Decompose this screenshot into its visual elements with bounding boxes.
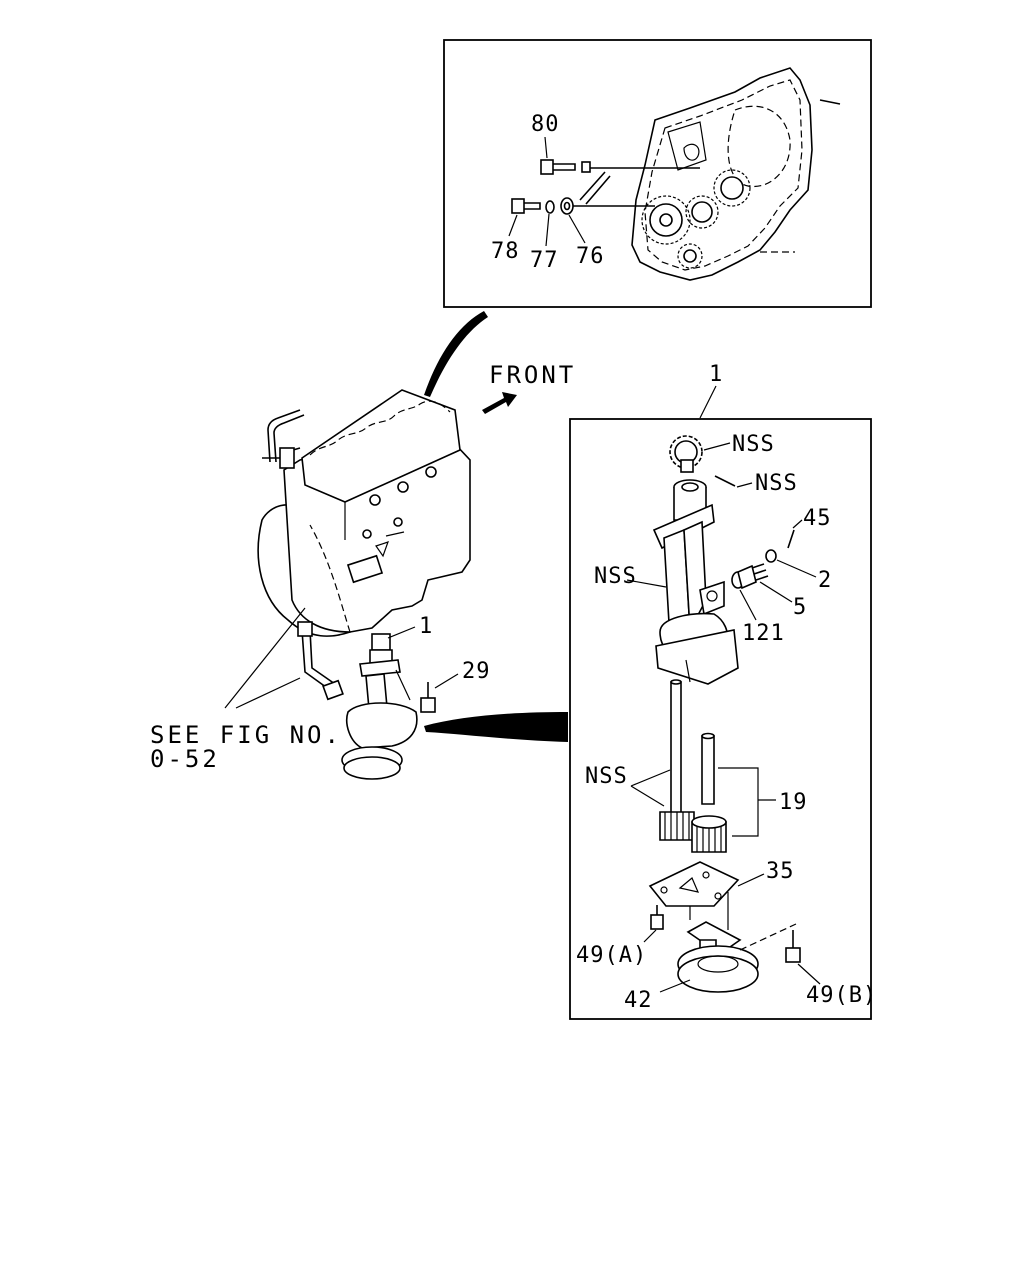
label-nss-body: NSS — [594, 564, 637, 589]
label-78: 78 — [491, 239, 520, 264]
leader-detail-1 — [699, 385, 717, 419]
washer-77 — [545, 200, 555, 214]
label-2: 2 — [818, 568, 832, 593]
inset-frame — [443, 39, 872, 308]
leader-77 — [545, 213, 550, 247]
leader-76 — [568, 214, 586, 244]
timing-gear-case — [631, 67, 841, 281]
label-45: 45 — [803, 506, 832, 531]
reference-line-1: SEE FIG NO. — [150, 721, 342, 749]
label-nss-shaft: NSS — [585, 764, 628, 789]
bolt-49a — [650, 905, 664, 930]
label-detail-1: 1 — [709, 362, 723, 387]
label-77: 77 — [530, 248, 559, 273]
pin — [714, 475, 736, 487]
head-plug-1 — [369, 494, 381, 506]
inset-pointer — [424, 311, 488, 397]
fitting — [279, 447, 295, 469]
bolt-49b — [785, 930, 801, 963]
oil-feed-pipe — [301, 629, 336, 691]
oil-pipe — [579, 171, 611, 205]
leader-80 — [544, 136, 548, 159]
engine-oil-pump — [341, 633, 418, 780]
driven-shaft-gear-19 — [691, 732, 727, 853]
bolt-29 — [420, 682, 436, 713]
label-121: 121 — [742, 621, 785, 646]
reference-leaders — [224, 607, 306, 709]
leader-78 — [508, 214, 518, 237]
cover-ridge — [309, 400, 451, 456]
label-49b: 49(B) — [806, 983, 877, 1008]
front-direction-indicator: FRONT — [482, 361, 576, 414]
label-nss-gear: NSS — [732, 432, 775, 457]
drive-gear — [669, 435, 703, 473]
bolt-78 — [511, 198, 541, 214]
leader-29 — [434, 673, 459, 689]
timing-case-inset: 80 78 77 76 — [443, 39, 872, 308]
engine-assembly — [224, 389, 471, 709]
reference-line-2: 0-52 — [150, 745, 220, 773]
detail-frame — [569, 418, 872, 1020]
bolt-80 — [540, 159, 591, 175]
timing-gears — [641, 169, 751, 269]
label-49a: 49(A) — [576, 943, 647, 968]
relief-valve-parts — [731, 529, 795, 590]
side-cover — [346, 554, 384, 584]
label-42: 42 — [624, 988, 653, 1013]
oil-strainer-42 — [677, 921, 797, 993]
oil-pump-detail: 1 NSS NSS NSS — [569, 362, 877, 1020]
label-engine-1: 1 — [419, 614, 433, 639]
leader-engine-1 — [387, 626, 416, 639]
label-19: 19 — [779, 790, 808, 815]
label-76: 76 — [576, 244, 605, 269]
head-plug-2 — [397, 481, 409, 493]
spring-5 — [751, 563, 769, 581]
label-nss-pin: NSS — [755, 471, 798, 496]
plug-2 — [765, 549, 777, 563]
label-5: 5 — [793, 595, 807, 620]
pump-body — [652, 479, 739, 685]
detail-pointer — [424, 712, 568, 742]
front-arrow-icon — [482, 392, 517, 414]
label-80: 80 — [531, 112, 560, 137]
nut-76 — [560, 197, 574, 215]
front-label: FRONT — [489, 361, 576, 389]
label-35: 35 — [766, 859, 795, 884]
fuel-lines — [267, 409, 305, 463]
label-29: 29 — [462, 659, 491, 684]
cover-plate-35 — [648, 861, 740, 930]
drive-shaft — [659, 679, 695, 841]
pin-45 — [787, 529, 795, 549]
head-plug-3 — [425, 466, 437, 478]
